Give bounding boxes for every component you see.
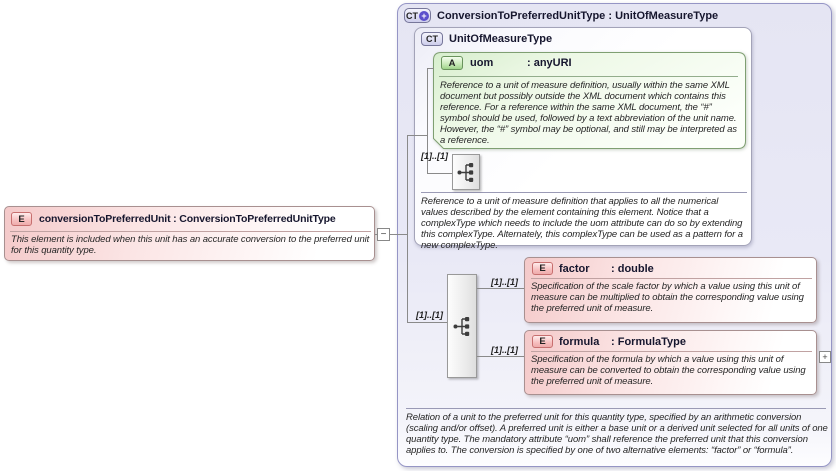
attribute-divider bbox=[439, 76, 738, 77]
basetype-title: UnitOfMeasureType bbox=[449, 33, 553, 45]
connector-to-sequence bbox=[427, 173, 452, 174]
sequence-compositor-icon[interactable] bbox=[452, 154, 480, 190]
connector-to-attribute bbox=[427, 68, 434, 69]
sequence-cardinality: [1]..[1] bbox=[421, 151, 448, 161]
ct-badge-text: CT bbox=[406, 10, 418, 21]
complextype-extension-icon: CT + bbox=[404, 8, 431, 23]
attribute-icon: A bbox=[441, 56, 463, 70]
connector-vertical-base bbox=[427, 68, 428, 174]
attribute-name: uom bbox=[470, 57, 494, 69]
extension-sequence-compositor-icon[interactable] bbox=[447, 274, 477, 378]
factor-name: factor bbox=[559, 263, 590, 275]
collapse-handle[interactable]: − bbox=[377, 228, 390, 241]
element-divider bbox=[531, 278, 812, 279]
element-divider bbox=[531, 351, 812, 352]
element-icon: E bbox=[532, 262, 553, 275]
attribute-type: : anyURI bbox=[527, 57, 572, 69]
complextype-annotation: Relation of a unit to the preferred unit… bbox=[406, 412, 828, 456]
element-annotation: This element is included when this unit … bbox=[11, 234, 370, 256]
factor-cardinality: [1]..[1] bbox=[491, 277, 518, 287]
element-icon: E bbox=[532, 335, 553, 348]
extension-plus-icon: + bbox=[419, 10, 429, 21]
formula-cardinality: [1]..[1] bbox=[491, 345, 518, 355]
content-divider bbox=[421, 192, 747, 193]
extension-cardinality: [1]..[1] bbox=[416, 310, 443, 320]
connector-element-to-type bbox=[390, 234, 407, 235]
connector-to-factor bbox=[477, 288, 524, 289]
complextype-icon: CT bbox=[421, 32, 443, 46]
formula-type: : FormulaType bbox=[611, 336, 686, 348]
connector-to-extension-sequence bbox=[407, 322, 447, 323]
expand-handle[interactable]: + bbox=[819, 351, 831, 363]
element-box-conversiontopreferredunit[interactable]: E conversionToPreferredUnit : Conversion… bbox=[4, 206, 375, 261]
connector-bridge bbox=[407, 135, 428, 136]
annotation-divider bbox=[406, 408, 826, 409]
basetype-annotation: Reference to a unit of measure definitio… bbox=[421, 196, 743, 251]
connector-vertical-main bbox=[407, 135, 408, 323]
factor-type: : double bbox=[611, 263, 654, 275]
formula-annotation: Specification of the formula by which a … bbox=[531, 354, 806, 387]
factor-annotation: Specification of the scale factor by whi… bbox=[531, 281, 804, 314]
element-title: conversionToPreferredUnit : ConversionTo… bbox=[39, 213, 336, 225]
sequence-glyph bbox=[457, 162, 474, 182]
connector-to-formula bbox=[477, 356, 524, 357]
element-box-formula[interactable]: E formula : FormulaType Specification of… bbox=[524, 330, 817, 395]
formula-name: formula bbox=[559, 336, 600, 348]
attribute-box-uom[interactable]: A uom : anyURI Reference to a unit of me… bbox=[433, 52, 746, 149]
element-icon: E bbox=[11, 212, 32, 226]
complextype-title: ConversionToPreferredUnitType : UnitOfMe… bbox=[437, 10, 719, 22]
element-box-factor[interactable]: E factor : double Specification of the s… bbox=[524, 257, 817, 323]
connector-element-stub bbox=[375, 234, 377, 235]
attribute-annotation: Reference to a unit of measure definitio… bbox=[440, 80, 737, 146]
sequence-glyph bbox=[453, 316, 470, 336]
element-divider bbox=[10, 231, 371, 232]
